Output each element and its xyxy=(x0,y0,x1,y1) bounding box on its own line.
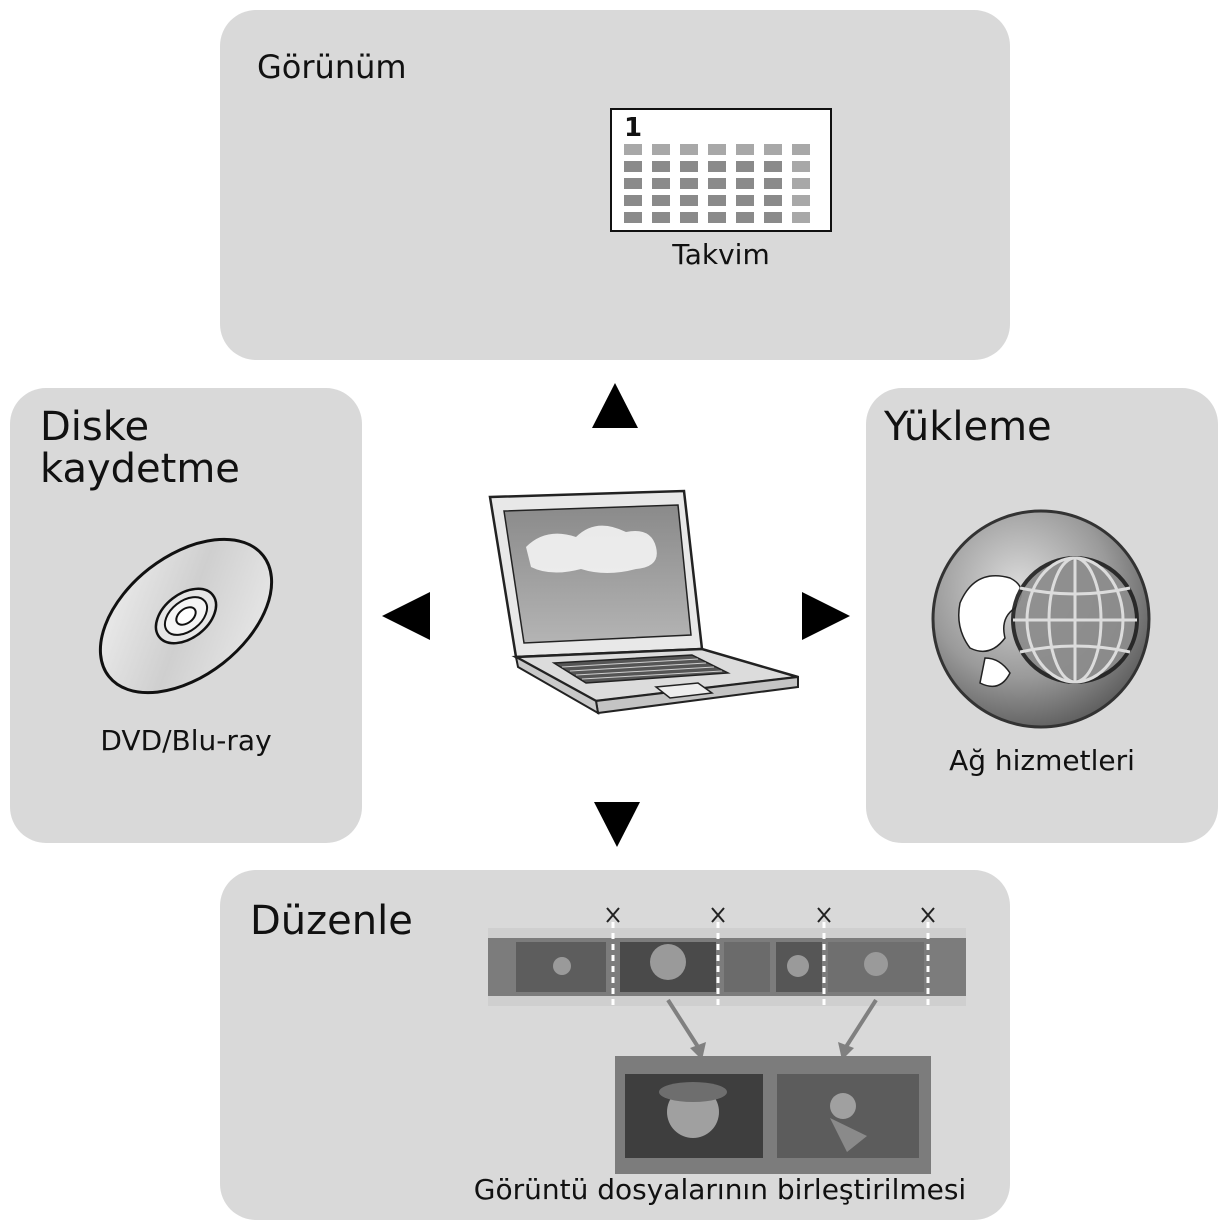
calendar-cell xyxy=(792,195,810,206)
arrow-right-icon xyxy=(802,592,850,640)
calendar-cell xyxy=(652,212,670,223)
calendar-cell xyxy=(792,161,810,172)
disc-panel-title: Diske kaydetme xyxy=(40,406,240,490)
laptop-icon xyxy=(488,489,799,715)
view-panel-title: Görünüm xyxy=(257,48,407,86)
calendar-cell xyxy=(680,212,698,223)
view-panel: Görünüm 1 Takvim xyxy=(220,10,1010,360)
disc-icon xyxy=(98,537,274,695)
calendar-cell xyxy=(736,212,754,223)
calendar-cell xyxy=(652,195,670,206)
calendar-cell xyxy=(708,195,726,206)
edit-panel-title: Düzenle xyxy=(250,898,413,944)
edit-caption: Görüntü dosyalarının birleştirilmesi xyxy=(473,1173,967,1206)
arrow-down-icon xyxy=(594,802,640,847)
calendar-cell xyxy=(624,178,642,189)
calendar-cell xyxy=(708,212,726,223)
calendar-cell xyxy=(736,144,754,155)
calendar-cell xyxy=(792,144,810,155)
calendar-cell xyxy=(680,144,698,155)
calendar-cell xyxy=(764,195,782,206)
globe-icon xyxy=(931,509,1151,729)
upload-panel-title: Yükleme xyxy=(884,404,1052,450)
disc-panel: Diske kaydetme DVD/Blu-ray xyxy=(10,388,362,843)
disc-caption: DVD/Blu-ray xyxy=(100,724,272,757)
edit-panel: Düzenle xyxy=(220,870,1010,1220)
disc-title-line2: kaydetme xyxy=(40,446,240,492)
calendar-cell xyxy=(680,178,698,189)
calendar-cell xyxy=(736,195,754,206)
merged-images-icon xyxy=(615,1056,931,1174)
calendar-cell xyxy=(624,212,642,223)
calendar-cell xyxy=(764,212,782,223)
calendar-cell xyxy=(652,161,670,172)
calendar-cell xyxy=(764,161,782,172)
calendar-cell xyxy=(736,178,754,189)
upload-panel: Yükleme Ağ hizmetleri xyxy=(866,388,1218,843)
calendar-cell xyxy=(624,195,642,206)
calendar-day-number: 1 xyxy=(624,113,642,143)
arrow-up-icon xyxy=(592,383,638,428)
calendar-cell xyxy=(764,144,782,155)
calendar-icon: 1 xyxy=(610,108,832,232)
calendar-cell xyxy=(708,161,726,172)
view-caption: Takvim xyxy=(672,238,770,271)
calendar-cell xyxy=(792,178,810,189)
film-strip-icon xyxy=(488,907,966,1060)
calendar-cell xyxy=(708,144,726,155)
calendar-cell xyxy=(792,212,810,223)
calendar-cell xyxy=(708,178,726,189)
calendar-cell xyxy=(736,161,754,172)
calendar-cell xyxy=(624,144,642,155)
calendar-cell xyxy=(652,144,670,155)
calendar-cell xyxy=(680,161,698,172)
calendar-cell xyxy=(624,161,642,172)
arrow-left-icon xyxy=(382,592,430,640)
calendar-cell xyxy=(652,178,670,189)
calendar-cell xyxy=(680,195,698,206)
calendar-cell xyxy=(764,178,782,189)
upload-caption: Ağ hizmetleri xyxy=(949,744,1135,777)
disc-title-line1: Diske xyxy=(40,404,150,450)
